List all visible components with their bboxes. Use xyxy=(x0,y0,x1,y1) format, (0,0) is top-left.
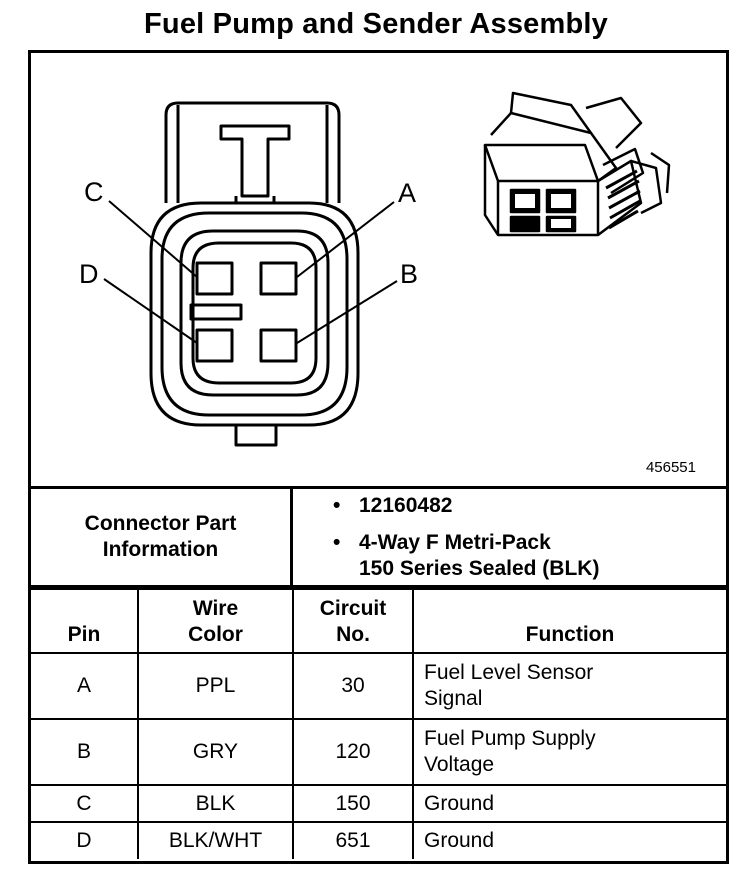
table-header-row: Pin Wire Color Circuit No. Function xyxy=(31,588,726,654)
connector-part-info: Connector Part Information • 12160482 • … xyxy=(31,486,726,588)
cell-function: Ground xyxy=(412,821,726,859)
leader-line-d xyxy=(103,278,198,344)
table-row: A PPL 30 Fuel Level Sensor Signal xyxy=(31,652,726,720)
pinout-table: Pin Wire Color Circuit No. Function A PP… xyxy=(31,588,726,859)
pin-cavity-d xyxy=(195,328,234,363)
part-number: 12160482 xyxy=(359,494,453,517)
table-row: C BLK 150 Ground xyxy=(31,784,726,823)
connector-description-line1: 4-Way F Metri-Pack xyxy=(359,531,551,554)
connector-face-drawing xyxy=(103,91,671,447)
cell-function: Ground xyxy=(412,784,726,823)
bullet-description: • xyxy=(333,531,341,554)
connector-info-label: Connector Part Information xyxy=(31,489,293,585)
page-title: Fuel Pump and Sender Assembly xyxy=(143,8,608,40)
cell-circuit: 150 xyxy=(292,784,414,823)
leader-line-b xyxy=(296,280,398,344)
header-wire-color: Wire Color xyxy=(137,588,294,654)
connector-key xyxy=(234,425,278,447)
pin-cavity-c xyxy=(195,261,234,296)
cell-pin: A xyxy=(31,652,139,720)
cell-wire-color: PPL xyxy=(137,652,294,720)
leader-line-c xyxy=(108,200,198,278)
connector-info-label-line1: Connector Part xyxy=(84,512,237,535)
table-row: D BLK/WHT 651 Ground xyxy=(31,821,726,859)
header-circuit-no: Circuit No. xyxy=(292,588,414,654)
pin-label-a: A xyxy=(398,178,417,208)
cell-pin: B xyxy=(31,718,139,786)
pin-cavity-b xyxy=(259,328,298,363)
cell-circuit: 120 xyxy=(292,718,414,786)
figure-number: 456551 xyxy=(645,459,696,476)
table-row: B GRY 120 Fuel Pump Supply Voltage xyxy=(31,718,726,786)
header-function: Function xyxy=(412,588,726,654)
connector-outer-shell xyxy=(149,201,360,427)
pin-label-b: B xyxy=(400,259,419,289)
bullet-part-number: • xyxy=(333,494,341,517)
connector-latch xyxy=(164,101,341,203)
pin-label-c: C xyxy=(84,177,104,207)
connector-info-values: • 12160482 • 4-Way F Metri-Pack 150 Seri… xyxy=(293,489,726,585)
leader-line-a xyxy=(296,201,395,278)
cell-circuit: 651 xyxy=(292,821,414,859)
latch-tab xyxy=(219,124,291,198)
cell-wire-color: GRY xyxy=(137,718,294,786)
header-pin: Pin xyxy=(31,588,139,654)
connector-isometric-view xyxy=(483,91,671,237)
cell-function: Fuel Pump Supply Voltage xyxy=(412,718,726,786)
polarizing-slot xyxy=(189,303,243,321)
pin-label-d: D xyxy=(79,259,99,289)
cell-pin: D xyxy=(31,821,139,859)
cell-circuit: 30 xyxy=(292,652,414,720)
connector-seal xyxy=(179,229,330,397)
cell-wire-color: BLK/WHT xyxy=(137,821,294,859)
connector-description-line2: 150 Series Sealed (BLK) xyxy=(359,557,600,580)
cell-wire-color: BLK xyxy=(137,784,294,823)
connector-diagram: C A D B 456551 xyxy=(31,53,726,488)
connector-info-label-line2: Information xyxy=(102,538,219,561)
diagram-frame: C A D B 456551 Connector Part Informatio… xyxy=(28,50,729,864)
pin-cavity-a xyxy=(259,261,298,296)
cell-pin: C xyxy=(31,784,139,823)
cell-function: Fuel Level Sensor Signal xyxy=(412,652,726,720)
